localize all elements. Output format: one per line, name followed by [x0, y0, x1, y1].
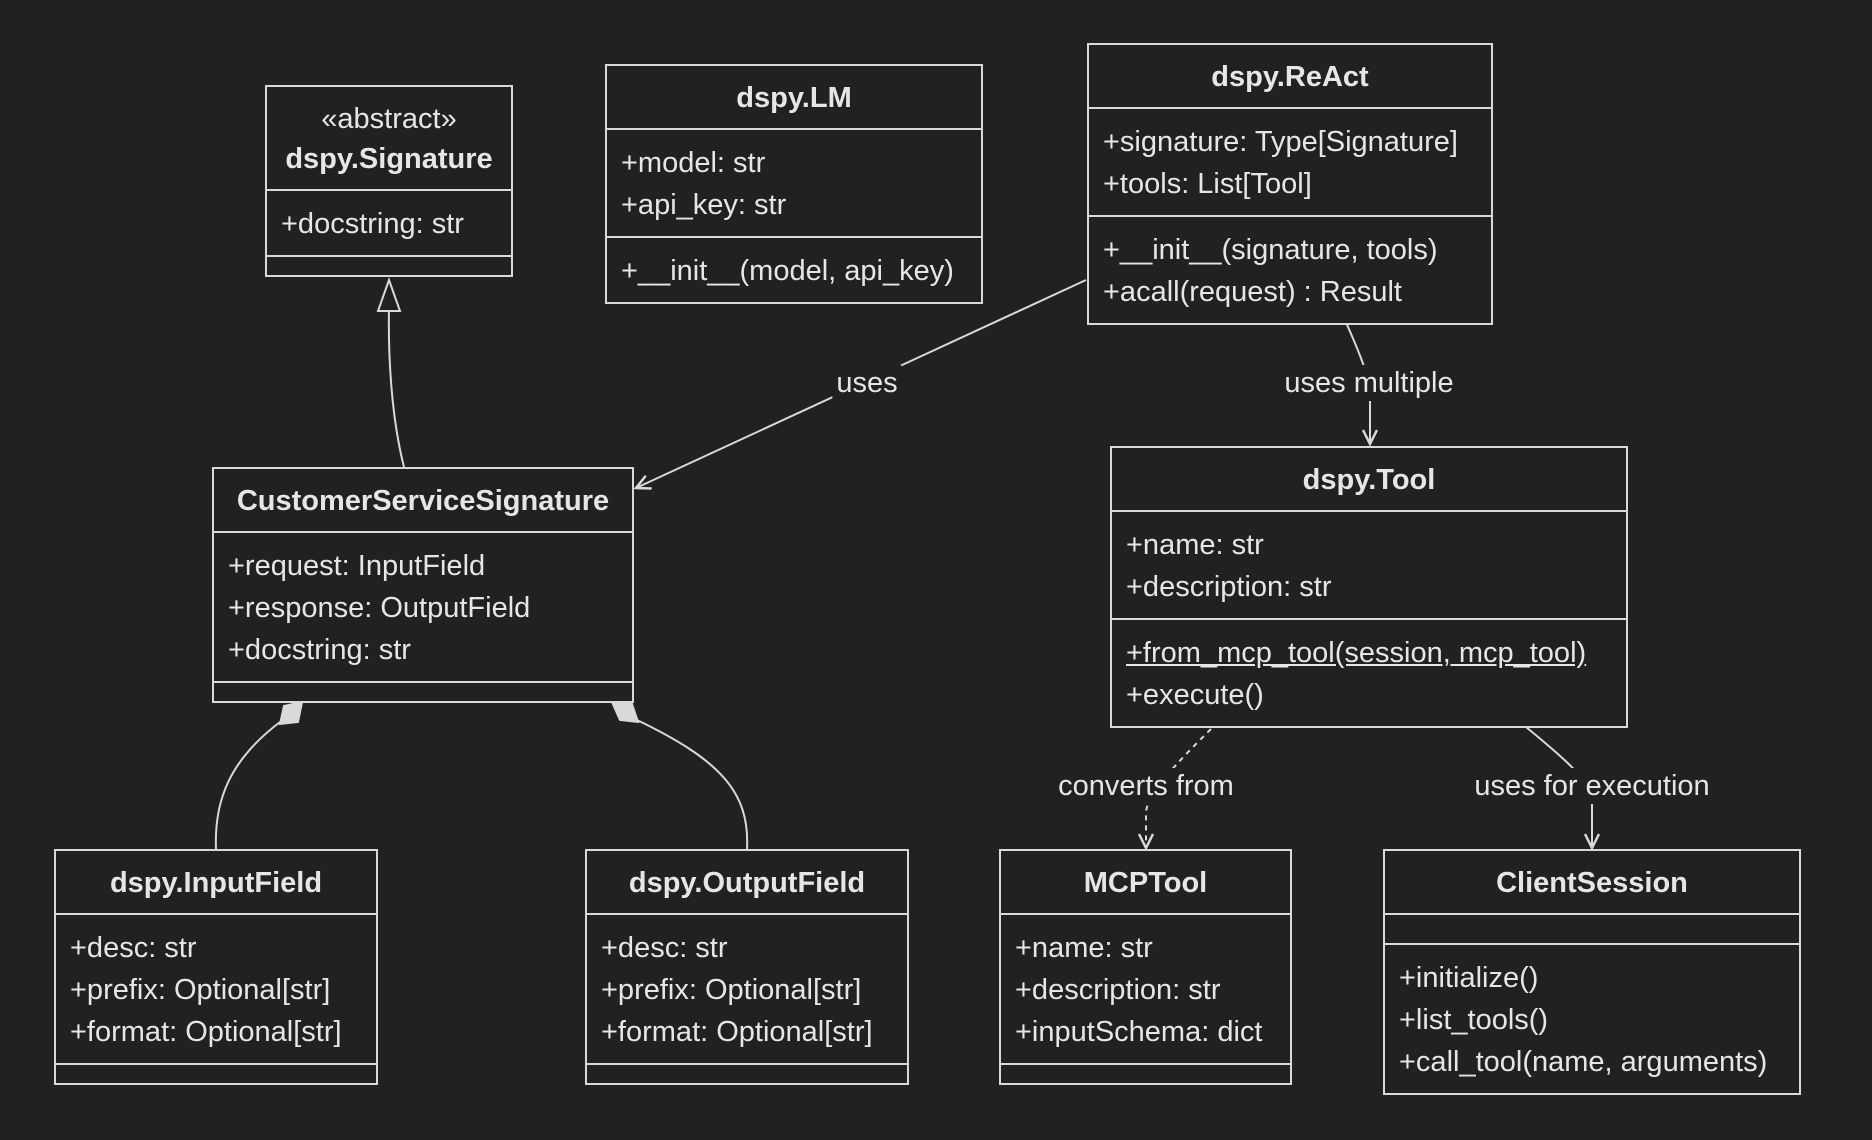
method: +__init__(model, api_key): [621, 255, 954, 287]
composition-edge-input: [214, 721, 281, 850]
edge-label-uses: uses: [832, 365, 902, 401]
class-dspy-inputfield[interactable]: dspy.InputField +desc: str +prefix: Opti…: [54, 849, 378, 1085]
edge-label-uses-for-execution: uses for execution: [1470, 768, 1714, 804]
inheritance-triangle: [376, 277, 402, 312]
class-mcptool[interactable]: MCPTool +name: str +description: str +in…: [999, 849, 1292, 1085]
attributes-section: +docstring: str: [267, 189, 511, 255]
class-header: MCPTool: [1001, 851, 1290, 913]
class-header: dspy.InputField: [56, 851, 376, 913]
class-header: dspy.Tool: [1112, 448, 1626, 510]
attributes-section: +desc: str +prefix: Optional[str] +forma…: [587, 913, 907, 1063]
class-dspy-tool[interactable]: dspy.Tool +name: str +description: str +…: [1110, 446, 1628, 728]
class-name: dspy.Signature: [285, 143, 493, 175]
attribute: +tools: List[Tool]: [1103, 168, 1312, 200]
class-name: dspy.LM: [736, 82, 852, 114]
attribute: +inputSchema: dict: [1015, 1016, 1263, 1048]
attribute: +prefix: Optional[str]: [601, 974, 862, 1006]
method: +execute(): [1126, 679, 1264, 711]
inheritance-edge: [387, 307, 405, 468]
attribute: +signature: Type[Signature]: [1103, 126, 1458, 158]
attribute: +request: InputField: [228, 550, 486, 582]
methods-section: +from_mcp_tool(session, mcp_tool) +execu…: [1112, 618, 1626, 726]
attributes-section: +signature: Type[Signature] +tools: List…: [1089, 107, 1491, 215]
edge-label-converts-from: converts from: [1054, 768, 1238, 804]
attributes-section: [1385, 913, 1799, 943]
methods-section: [267, 255, 511, 275]
static-method: +from_mcp_tool(session, mcp_tool): [1126, 637, 1587, 669]
methods-section: +__init__(model, api_key): [607, 236, 981, 302]
composition-edge-output: [636, 719, 749, 850]
attribute: +docstring: str: [228, 634, 411, 666]
class-header: dspy.OutputField: [587, 851, 907, 913]
attribute: +api_key: str: [621, 189, 787, 221]
class-name: dspy.Tool: [1302, 464, 1436, 496]
attribute: +format: Optional[str]: [70, 1016, 342, 1048]
class-name: dspy.InputField: [109, 867, 323, 899]
attribute: +desc: str: [70, 932, 197, 964]
methods-section: [56, 1063, 376, 1083]
class-name: ClientSession: [1496, 867, 1688, 899]
composition-diamond-output: [610, 700, 640, 724]
class-dspy-signature[interactable]: «abstract» dspy.Signature +docstring: st…: [265, 85, 513, 277]
class-name: dspy.ReAct: [1211, 61, 1369, 93]
methods-section: [587, 1063, 907, 1083]
methods-section: +__init__(signature, tools) +acall(reque…: [1089, 215, 1491, 323]
attribute: +name: str: [1015, 932, 1153, 964]
class-header: ClientSession: [1385, 851, 1799, 913]
class-dspy-outputfield[interactable]: dspy.OutputField +desc: str +prefix: Opt…: [585, 849, 909, 1085]
attributes-section: +desc: str +prefix: Optional[str] +forma…: [56, 913, 376, 1063]
attribute: +format: Optional[str]: [601, 1016, 873, 1048]
class-customer-service-signature[interactable]: CustomerServiceSignature +request: Input…: [212, 467, 634, 703]
attribute: +desc: str: [601, 932, 728, 964]
attribute: +prefix: Optional[str]: [70, 974, 331, 1006]
class-dspy-react[interactable]: dspy.ReAct +signature: Type[Signature] +…: [1087, 43, 1493, 325]
attribute: +description: str: [1126, 571, 1332, 603]
class-header: dspy.LM: [607, 66, 981, 128]
method: +call_tool(name, arguments): [1399, 1046, 1768, 1078]
methods-section: [214, 681, 632, 701]
composition-diamond-input: [278, 700, 304, 726]
method: +__init__(signature, tools): [1103, 234, 1438, 266]
class-clientsession[interactable]: ClientSession +initialize() +list_tools(…: [1383, 849, 1801, 1095]
class-header: dspy.ReAct: [1089, 45, 1491, 107]
attributes-section: +name: str +description: str: [1112, 510, 1626, 618]
edge-label-uses-multiple: uses multiple: [1280, 365, 1458, 401]
attributes-section: +model: str +api_key: str: [607, 128, 981, 236]
stereotype-label: «abstract»: [321, 103, 457, 135]
methods-section: +initialize() +list_tools() +call_tool(n…: [1385, 943, 1799, 1093]
attribute: +model: str: [621, 147, 766, 179]
methods-section: [1001, 1063, 1290, 1083]
class-header: «abstract» dspy.Signature: [267, 87, 511, 189]
class-dspy-lm[interactable]: dspy.LM +model: str +api_key: str +__ini…: [605, 64, 983, 304]
class-name: MCPTool: [1083, 867, 1208, 899]
method: +acall(request) : Result: [1103, 276, 1402, 308]
method: +initialize(): [1399, 962, 1539, 994]
attribute: +description: str: [1015, 974, 1221, 1006]
attributes-section: +name: str +description: str +inputSchem…: [1001, 913, 1290, 1063]
class-header: CustomerServiceSignature: [214, 469, 632, 531]
attribute: +name: str: [1126, 529, 1264, 561]
class-name: CustomerServiceSignature: [236, 485, 610, 517]
attributes-section: +request: InputField +response: OutputFi…: [214, 531, 632, 681]
attribute: +response: OutputField: [228, 592, 531, 624]
attribute: +docstring: str: [281, 208, 464, 240]
class-name: dspy.OutputField: [628, 867, 866, 899]
method: +list_tools(): [1399, 1004, 1549, 1036]
